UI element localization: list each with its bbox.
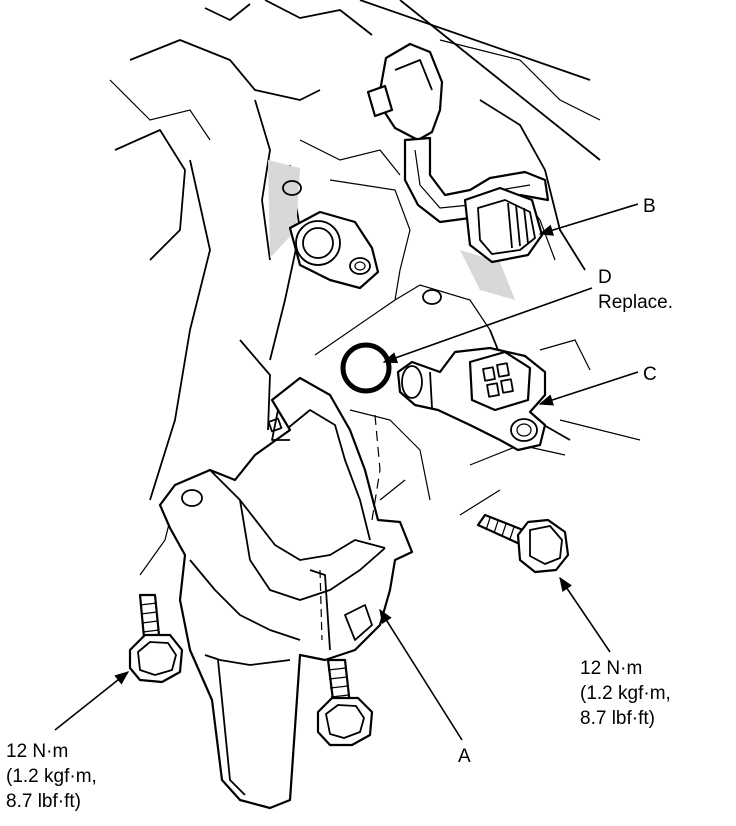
bolt-right — [476, 513, 570, 574]
leader-torque-right — [559, 576, 611, 653]
callout-d-note: Replace. — [598, 292, 673, 313]
callout-d: D — [598, 267, 612, 288]
callout-b: B — [643, 196, 656, 217]
torque-left-line1: 12 N·m — [6, 741, 68, 762]
torque-right-line2: (1.2 kgf·m, — [580, 683, 671, 704]
torque-left-line3: 8.7 lbf·ft) — [6, 791, 81, 812]
leader-d — [382, 287, 593, 364]
leader-lines — [54, 203, 639, 741]
leader-b — [538, 203, 639, 236]
wiring-harness — [366, 42, 550, 224]
torque-spec-right: 12 N·m (1.2 kgf·m, 8.7 lbf·ft) — [580, 658, 671, 729]
callout-a: A — [458, 746, 471, 767]
callout-c: C — [643, 364, 657, 385]
o-ring-d — [340, 342, 392, 394]
cover-a — [158, 376, 414, 810]
bolt-center — [316, 658, 374, 747]
leader-a — [379, 608, 463, 741]
leader-c — [538, 371, 639, 406]
leader-torque-left — [54, 671, 130, 731]
torque-right-line1: 12 N·m — [580, 658, 642, 679]
bolt-left — [128, 593, 184, 684]
connector-b — [463, 186, 544, 264]
torque-spec-left: 12 N·m (1.2 kgf·m, 8.7 lbf·ft) — [6, 741, 97, 812]
torque-right-line3: 8.7 lbf·ft) — [580, 708, 655, 729]
housing-bolt-holes — [282, 180, 442, 305]
torque-left-line2: (1.2 kgf·m, — [6, 766, 97, 787]
sensor-c — [396, 346, 547, 452]
